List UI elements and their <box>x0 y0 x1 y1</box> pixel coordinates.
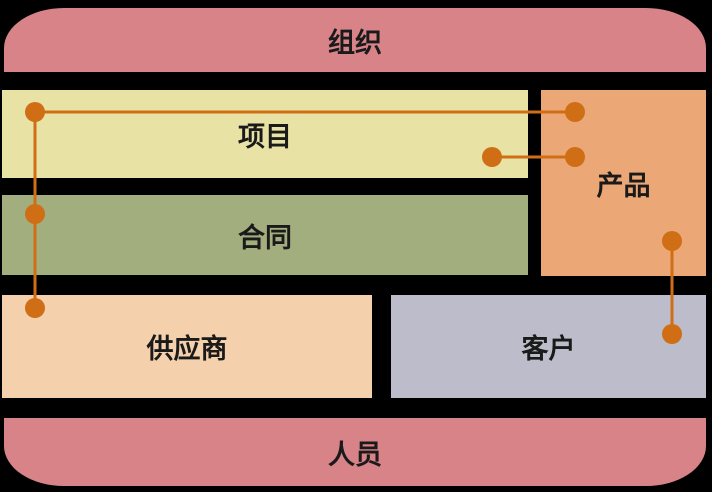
connector-node-product-middle <box>565 147 585 167</box>
customer-block: 客户 <box>391 295 706 398</box>
organization-band: 组织 <box>4 8 706 72</box>
project-block: 项目 <box>2 90 528 178</box>
supplier-label: 供应商 <box>146 334 228 365</box>
connector-node-product-bottom <box>662 231 682 251</box>
connector-node-supplier <box>25 298 45 318</box>
connector-node-project-left <box>25 102 45 122</box>
supplier-block: 供应商 <box>2 295 372 398</box>
connector-node-product-top <box>565 102 585 122</box>
contract-label: 合同 <box>238 222 292 254</box>
customer-label: 客户 <box>521 334 576 365</box>
connector-node-project-right <box>482 147 502 167</box>
project-label: 项目 <box>238 121 292 153</box>
personnel-label: 人员 <box>328 439 382 471</box>
personnel-band: 人员 <box>4 418 706 486</box>
connector-node-contract <box>25 204 45 224</box>
connector-node-customer <box>662 324 682 344</box>
contract-block: 合同 <box>2 195 528 275</box>
product-label: 产品 <box>596 170 651 202</box>
organization-label: 组织 <box>328 27 382 59</box>
